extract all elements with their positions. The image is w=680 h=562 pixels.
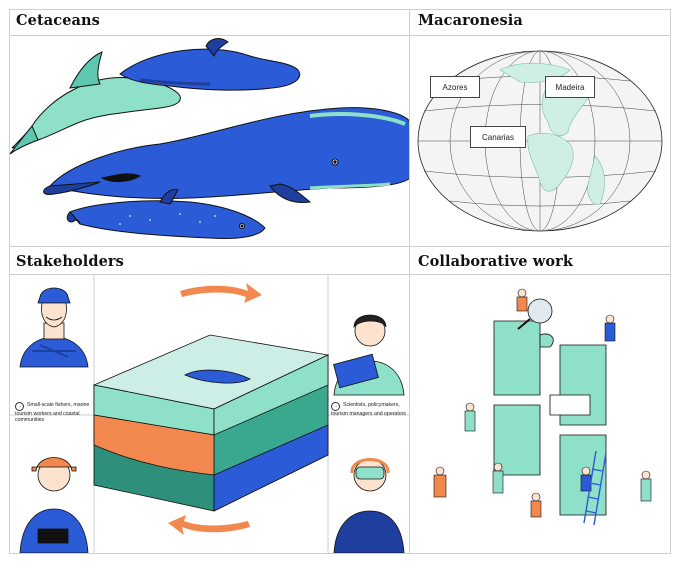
local-stakeholders-caption: →Small-scale fishers, marine tourism wor… [15,402,90,423]
dolphin-illustration [10,51,181,155]
team-people [433,288,652,518]
azores-label: Azores [430,76,480,98]
stakeholders-title: Stakeholders [16,253,124,270]
ocean-block [92,334,330,512]
beaked-whale-illustration [66,189,266,239]
collaborative-illustration [410,275,670,553]
fisher-illustration [19,287,89,368]
canarias-label: Canarias [470,126,526,148]
diver-illustration [333,458,405,553]
macaronesia-map: Azores Madeira Canarias [410,36,670,246]
arrow-right-icon: → [15,402,24,411]
madeira-label: Madeira [545,76,595,98]
cetaceans-illustration [10,36,409,246]
scientist-illustration [333,314,405,396]
ladder-icon [583,450,607,526]
tourism-worker-illustration [19,457,89,553]
stakeholders-illustration: →Small-scale fishers, marine tourism wor… [10,275,409,553]
cetaceans-title: Cetaceans [16,12,100,29]
middle-divider [9,246,671,247]
pilot-whale-illustration [119,38,301,91]
vertical-divider [409,9,410,554]
macaronesia-title: Macaronesia [418,12,523,29]
magnifier-icon [517,298,553,330]
title-divider-bottom [9,274,671,275]
arrow-right-icon: → [331,402,340,411]
cycle-arrows [168,283,262,535]
collaborative-title: Collaborative work [418,253,574,270]
sperm-whale-illustration [43,107,409,203]
title-divider-top [9,35,671,36]
institutional-stakeholders-caption: →Scientists, policymakers, tourism manag… [331,402,406,417]
figure-frame [9,9,671,554]
